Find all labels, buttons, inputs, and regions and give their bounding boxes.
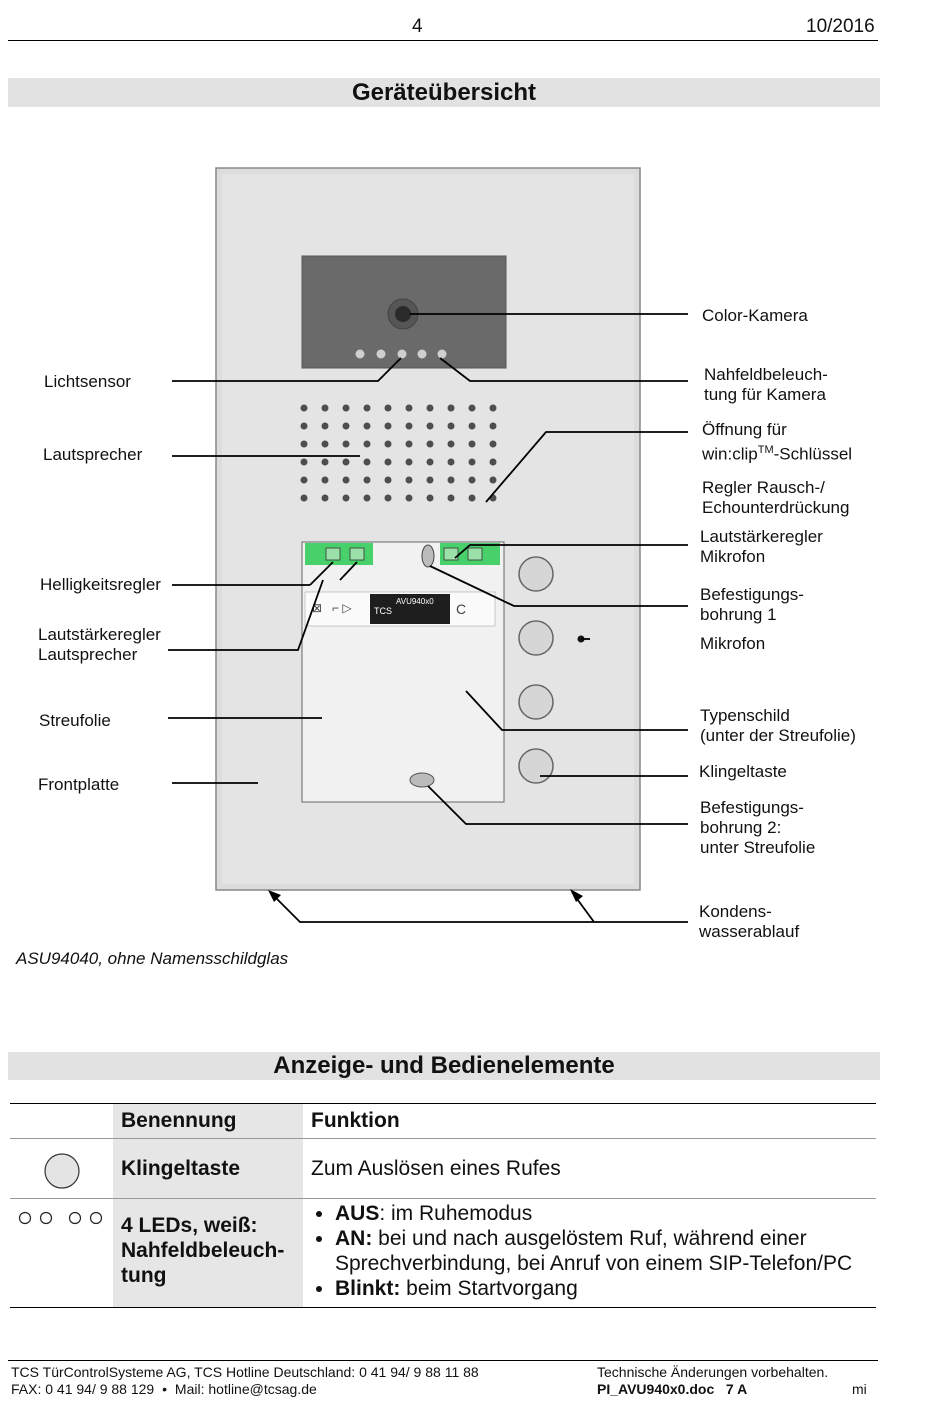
list-item: AUS: im Ruhemodus xyxy=(335,1201,870,1226)
label-text: Befestigungs- xyxy=(700,798,804,817)
list-item-text: : im Ruhemodus xyxy=(379,1202,533,1225)
column-header-benennung: Benennung xyxy=(113,1103,303,1139)
footer-disclaimer: Technische Änderungen vorbehalten. xyxy=(597,1364,829,1380)
label-text: bohrung 1 xyxy=(700,605,777,624)
controls-title: Anzeige- und Bedienelemente xyxy=(273,1052,615,1079)
led-icons xyxy=(18,1211,103,1225)
trademark-sup: TM xyxy=(757,444,774,456)
bell-button-icon xyxy=(43,1153,80,1189)
label-klingeltaste: Klingeltaste xyxy=(699,762,787,781)
label-lautstaerkeregler-lautsprecher: Lautstärkeregler Lautsprecher xyxy=(38,625,161,665)
label-frontplatte: Frontplatte xyxy=(38,775,120,794)
document-date: 10/2016 xyxy=(806,16,875,37)
led-function-list: AUS: im Ruhemodus AN: bei und nach ausge… xyxy=(309,1201,870,1301)
label-regler-rausch: Regler Rausch-/ Echounterdrückung xyxy=(702,478,849,518)
table-row: 4 LEDs, weiß: Nahfeldbeleuch- tung AUS: … xyxy=(10,1198,876,1308)
label-oeffnung-winclip: Öffnung für win:clipTM-Schlüssel xyxy=(702,420,852,465)
label-text: win:clip xyxy=(702,444,758,464)
footer-rule xyxy=(8,1360,878,1361)
led-row xyxy=(355,349,447,359)
label-text: Lautstärkeregler xyxy=(700,527,823,546)
label-mikrofon: Mikrofon xyxy=(700,634,766,653)
footer-initials: mi xyxy=(852,1381,867,1397)
overview-title-bar: Geräteübersicht xyxy=(8,78,880,107)
svg-text:C: C xyxy=(456,601,466,617)
label-text: Typenschild xyxy=(700,706,790,725)
label-text: Echounterdrückung xyxy=(702,498,850,517)
footer-company: TCS TürControlSysteme AG, TCS Hotline De… xyxy=(11,1364,479,1380)
type-plate-brand: TCS xyxy=(374,606,392,616)
label-helligkeitsregler: Helligkeitsregler xyxy=(40,575,161,594)
page-number: 4 xyxy=(412,16,423,37)
row-name-line: tung xyxy=(121,1264,167,1287)
footer-bullet: • xyxy=(162,1381,168,1397)
label-text: wasserablauf xyxy=(699,922,800,941)
label-text: Lautstärkeregler xyxy=(38,625,161,644)
key-opening xyxy=(421,544,435,568)
row-function-klingeltaste: Zum Auslösen eines Rufes xyxy=(311,1157,561,1180)
label-nahfeldbeleuchtung: Nahfeldbeleuch- tung für Kamera xyxy=(704,365,828,405)
label-text: Mikrofon xyxy=(700,547,766,566)
controls-table: Benennung Funktion Klingeltaste Zum Ausl… xyxy=(10,1103,876,1308)
label-lichtsensor: Lichtsensor xyxy=(44,372,131,391)
footer-fax: FAX: 0 41 94/ 9 88 129 xyxy=(11,1381,155,1397)
row-name-leds: 4 LEDs, weiß: Nahfeldbeleuch- tung xyxy=(113,1198,303,1308)
svg-text:⊠: ⊠ xyxy=(312,601,322,615)
label-text: Lautsprecher xyxy=(38,645,138,664)
label-text: tung für Kamera xyxy=(704,385,826,404)
svg-text:⌐ ▷: ⌐ ▷ xyxy=(332,601,352,615)
row-function-leds: AUS: im Ruhemodus AN: bei und nach ausge… xyxy=(303,1199,876,1308)
list-item-text: beim Startvorgang xyxy=(400,1277,578,1300)
mounting-hole-2 xyxy=(409,772,435,788)
controls-title-bar: Anzeige- und Bedienelemente xyxy=(8,1052,880,1080)
row-name-line: Nahfeldbeleuch- xyxy=(121,1239,285,1262)
footer-document-id: PI_AVU940x0.doc 7 A xyxy=(597,1381,748,1397)
label-kondenswasserablauf: Kondens- wasserablauf xyxy=(699,902,799,942)
label-text: (unter der Streufolie) xyxy=(700,726,856,745)
label-befestigungsbohrung-2: Befestigungs- bohrung 2: unter Streufoli… xyxy=(700,798,815,858)
label-lautstaerkeregler-mikrofon: Lautstärkeregler Mikrofon xyxy=(700,527,823,567)
label-befestigungsbohrung-1: Befestigungs- bohrung 1 xyxy=(700,585,804,625)
label-typenschild: Typenschild (unter der Streufolie) xyxy=(700,706,856,746)
list-item-key: AUS xyxy=(335,1202,380,1225)
label-text: Nahfeldbeleuch- xyxy=(704,365,828,384)
label-text: unter Streufolie xyxy=(700,838,816,857)
row-name-klingeltaste: Klingeltaste xyxy=(113,1138,303,1199)
diffuser-foil xyxy=(301,541,505,803)
table-row: Klingeltaste Zum Auslösen eines Rufes xyxy=(10,1138,876,1199)
bell-buttons xyxy=(518,556,554,784)
label-lautsprecher: Lautsprecher xyxy=(43,445,143,464)
header-rule xyxy=(8,40,878,41)
footer-contact: FAX: 0 41 94/ 9 88 129 • Mail: hotline@t… xyxy=(11,1381,317,1398)
label-text: Kondens- xyxy=(699,902,772,921)
list-item-key: Blinkt: xyxy=(335,1277,401,1300)
label-text: bohrung 2: xyxy=(700,818,782,837)
list-item: AN: bei und nach ausgelöstem Ruf, währen… xyxy=(335,1226,870,1276)
label-text: Öffnung für xyxy=(702,420,787,439)
speaker-grille xyxy=(300,404,497,502)
type-plate-model: AVU940x0 xyxy=(396,597,434,606)
label-text: Befestigungs- xyxy=(700,585,804,604)
footer-mail: Mail: hotline@tcsag.de xyxy=(174,1381,317,1397)
list-item-key: AN: xyxy=(335,1227,373,1250)
image-caption: ASU94040, ohne Namensschildglas xyxy=(16,949,289,968)
label-text: Regler Rausch-/ xyxy=(702,478,825,497)
label-streufolie: Streufolie xyxy=(39,711,111,730)
table-header-row: Benennung Funktion xyxy=(10,1103,876,1139)
row-name-line: 4 LEDs, weiß: xyxy=(121,1214,258,1237)
label-text: -Schlüssel xyxy=(773,444,853,464)
list-item-text: bei und nach ausgelöstem Ruf, während ei… xyxy=(335,1227,853,1275)
column-header-funktion: Funktion xyxy=(311,1109,400,1132)
list-item: Blinkt: beim Startvorgang xyxy=(335,1276,870,1301)
device-diagram: AVU940x0 TCS ⊠ ⌐ ▷ C xyxy=(168,167,688,923)
label-color-kamera: Color-Kamera xyxy=(702,306,808,325)
overview-title: Geräteübersicht xyxy=(351,79,537,106)
